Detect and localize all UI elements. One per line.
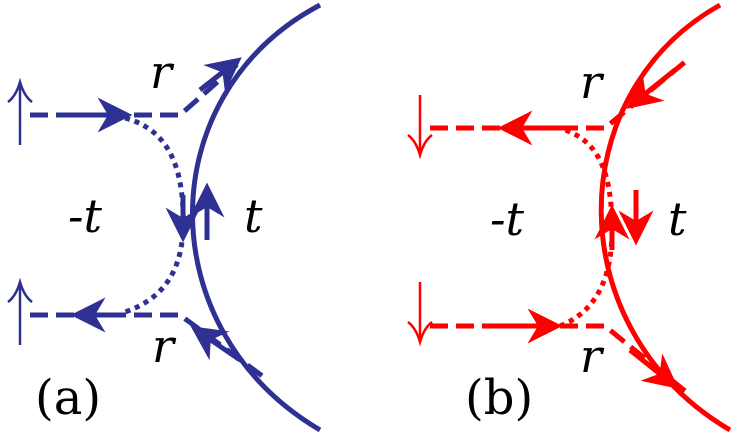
tunnel-path-b [559, 127, 615, 329]
spin-down-icon [407, 95, 433, 160]
label-t: t [668, 192, 687, 246]
tunnel-path-a [124, 115, 186, 315]
reflect-arrow-bottom-a [190, 326, 242, 363]
spin-up-icon [7, 277, 33, 345]
label-minus-t: -t [68, 189, 103, 243]
edge-channel-b [598, 2, 732, 433]
label-t: t [244, 189, 263, 243]
label-r-bottom: r [580, 329, 605, 383]
panel-b: r r t -t (b) [407, 2, 732, 433]
label-r-bottom: r [152, 319, 177, 373]
label-minus-t: -t [490, 192, 525, 246]
label-r-top: r [580, 55, 605, 109]
spin-up-icon [7, 77, 33, 145]
spin-down-icon [407, 282, 433, 347]
reflect-arrow-top-b [626, 68, 677, 109]
reflect-arrow-bottom-b [628, 348, 679, 389]
caption-b: (b) [465, 370, 533, 426]
caption-a: (a) [35, 370, 101, 426]
label-r-top: r [150, 45, 175, 99]
incoming-path-a [30, 60, 242, 118]
reflect-arrow-top-a [198, 57, 242, 93]
panel-a: r r t -t (a) [7, 2, 322, 433]
